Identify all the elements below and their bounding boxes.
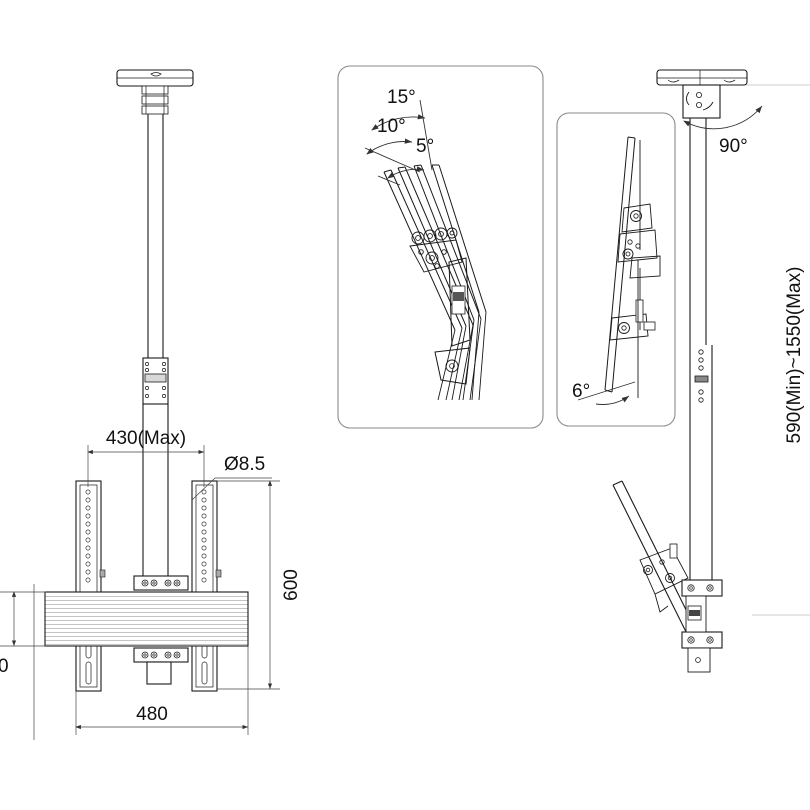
dim-hole-diameter: Ø8.5 — [224, 454, 265, 475]
dim-height-range: 590(Min)~1550(Max) — [784, 267, 805, 444]
vesa-arm-right — [187, 480, 222, 692]
angle-6-dimension — [577, 381, 636, 405]
dim-left-clipped: 0 — [0, 656, 9, 677]
vesa-arm-left — [71, 480, 106, 692]
tilt-inset-content — [383, 164, 487, 401]
ceiling-plate-front — [116, 69, 194, 115]
front-view-dimensions — [0, 445, 280, 740]
angle-6: 6° — [572, 381, 590, 402]
angle-5: 5° — [416, 136, 434, 157]
rail-clamp-lower — [133, 647, 189, 685]
horizontal-rail — [44, 591, 249, 647]
height-range-dimension — [746, 84, 810, 616]
telescoping-collar — [142, 357, 169, 405]
angle-15: 15° — [387, 87, 416, 108]
tilt-angle-dimensions — [364, 99, 433, 186]
angle-90: 90° — [719, 136, 748, 157]
dim-430-max: 430(Max) — [106, 428, 186, 449]
front-view-group — [44, 69, 249, 692]
dim-480: 480 — [136, 704, 168, 725]
tilt-inset-panel — [337, 65, 544, 429]
side-tilt-content — [604, 136, 661, 398]
angle-10: 10° — [377, 116, 406, 137]
swivel-90-dimension — [683, 105, 763, 130]
dim-600: 600 — [281, 569, 302, 601]
swivel-joint-block — [682, 84, 721, 119]
ceiling-plate-side — [656, 69, 748, 86]
rail-clamp-upper — [133, 575, 189, 591]
